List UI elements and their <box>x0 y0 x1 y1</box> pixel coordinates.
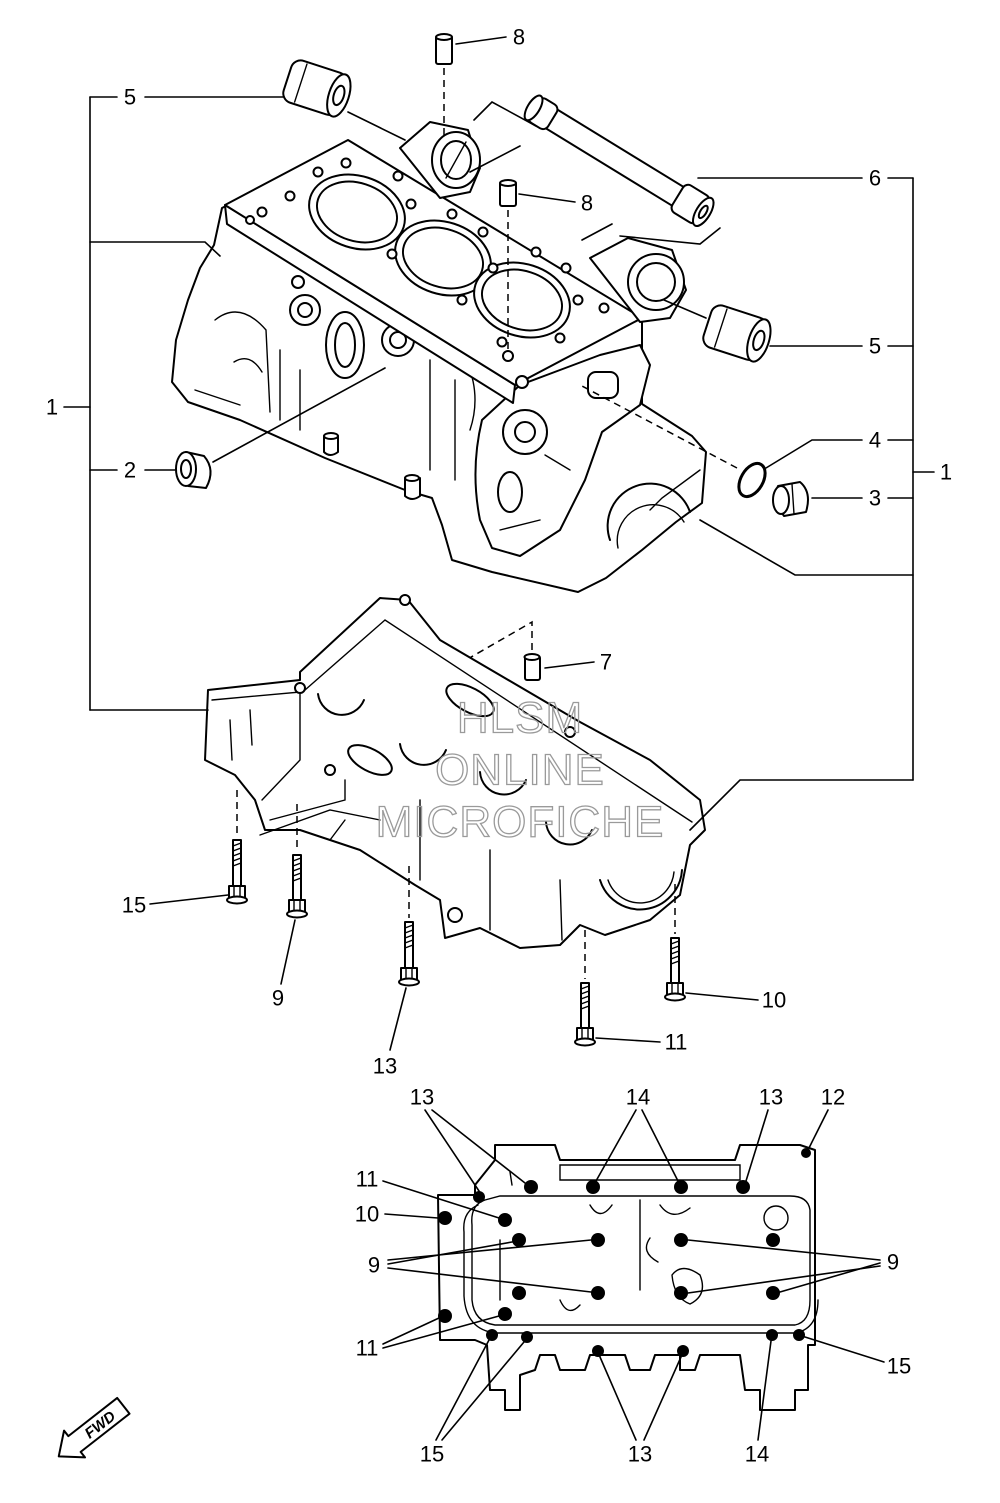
pattern-callout-14-bottom: 14 <box>745 1442 769 1467</box>
mount-right-guide-line <box>663 299 707 319</box>
pattern-callout-11-bottom: 11 <box>356 1336 379 1361</box>
mount-left-guide-line <box>347 111 406 141</box>
pattern-callout-11-top: 11 <box>356 1167 379 1192</box>
watermark-line-2: ONLINE <box>435 746 605 795</box>
cap <box>772 481 809 517</box>
pattern-callout-12: 12 <box>821 1085 845 1110</box>
bolt-11 <box>574 930 596 1047</box>
deck-holes <box>245 157 610 348</box>
callout-5-left: 5 <box>124 85 136 110</box>
bolt-9 <box>286 804 308 919</box>
bolt-pattern-dots <box>438 1148 811 1357</box>
watermark: HLSM ONLINE MICROFICHE <box>375 693 665 847</box>
callout-8-top: 8 <box>513 25 525 50</box>
bolt-pattern-outline <box>437 1144 819 1411</box>
pattern-callout-9-right: 9 <box>887 1250 899 1275</box>
pattern-callout-15-bottom: 15 <box>420 1442 444 1467</box>
mount-shaft <box>523 94 715 228</box>
fwd-arrow-icon: FWD <box>57 1396 131 1459</box>
callout-5-right: 5 <box>869 334 881 359</box>
bolt-15 <box>226 790 248 905</box>
pattern-callout-9-left: 9 <box>368 1253 380 1278</box>
pattern-callout-10: 10 <box>355 1202 379 1227</box>
watermark-line-3: MICROFICHE <box>376 798 665 847</box>
pattern-callout-15-right: 15 <box>887 1354 911 1379</box>
callout-2: 2 <box>124 458 136 483</box>
callout-1-left: 1 <box>46 395 58 420</box>
upper-crankcase <box>171 121 707 593</box>
exploded-view-leaders <box>63 36 935 1051</box>
lower-crankcase <box>204 594 706 949</box>
pattern-callout-13-bottom: 13 <box>628 1442 652 1467</box>
bolt-pattern-leaders <box>382 1109 885 1441</box>
callout-10: 10 <box>762 988 786 1013</box>
callout-11: 11 <box>665 1030 688 1055</box>
pattern-callout-13-right: 13 <box>759 1085 783 1110</box>
callout-6: 6 <box>869 166 881 191</box>
bolt-10 <box>664 884 686 1002</box>
plug <box>175 367 386 489</box>
callout-15: 15 <box>122 893 146 918</box>
shaft-guide-lines-right <box>581 223 721 245</box>
callout-7: 7 <box>600 650 612 675</box>
exploded-view-callouts: 8 5 8 6 1 5 4 2 3 1 7 15 9 13 11 10 <box>46 25 952 1079</box>
bolt-pattern-callouts: 13 14 13 12 11 10 9 9 11 15 15 13 14 <box>355 1085 911 1467</box>
callout-9: 9 <box>272 986 284 1011</box>
o-ring <box>581 385 767 499</box>
pattern-callout-13-left: 13 <box>410 1085 434 1110</box>
dowel-pin-mid <box>499 179 517 350</box>
callout-13: 13 <box>373 1054 397 1079</box>
bolt-13 <box>398 866 420 987</box>
engine-mount-right <box>702 304 772 363</box>
callout-4: 4 <box>869 428 881 453</box>
pattern-callout-14-top: 14 <box>626 1085 650 1110</box>
shaft-guide-lines-left <box>469 101 537 173</box>
callout-8-mid: 8 <box>581 191 593 216</box>
watermark-line-1: HLSM <box>457 694 583 743</box>
callout-3: 3 <box>869 486 881 511</box>
callout-1-right: 1 <box>940 460 952 485</box>
engine-mount-left <box>282 59 352 118</box>
dowel-pin-top <box>435 33 453 140</box>
